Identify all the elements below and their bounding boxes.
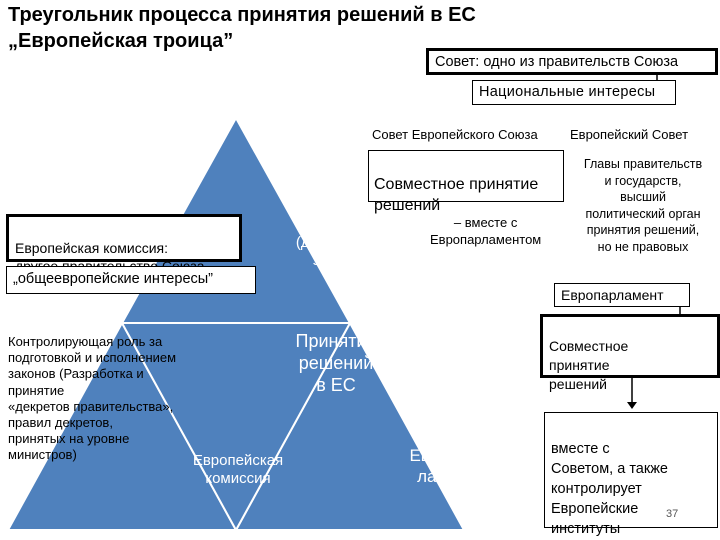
page-title: Треугольник процесса принятия решений в … (8, 2, 476, 54)
heads-of-state-text: Главы правительств и государств, высший … (583, 157, 703, 254)
joint-decision-right-box: Совместное принятие решений (540, 314, 720, 392)
title-line-2: „Европейская троица” (8, 30, 234, 52)
council-government-label: Совет: одно из правительств Союза (435, 54, 679, 70)
common-interests-label: „общеевропейские интересы” (13, 271, 214, 287)
european-council-label: Европейский Совет (570, 127, 689, 142)
with-parliament-text: – вместе с Европарламентом (430, 215, 542, 247)
page-number: 37 (666, 508, 679, 520)
europarliament-box: Европарламент (554, 283, 690, 307)
parliament-role-box: вместе с Советом, а также контролирует Е… (544, 412, 718, 537)
national-interests-label: Национальные интересы (479, 84, 656, 100)
center-triangle-label: Принятие решений в ЕС (295, 331, 377, 395)
joint-decision-top-label: Совместное принятие решений (374, 176, 539, 214)
council-triangle-label: Совет (двуглавый зверь) (295, 216, 375, 269)
national-interests-box: Национальные интересы (472, 80, 676, 105)
commission-control-text: Контролирующая роль за подготовкой и исп… (8, 334, 177, 463)
council-government-box: Совет: одно из правительств Союза (426, 48, 718, 75)
europarliament-label: Европарламент (561, 287, 664, 303)
triangle-center (120, 322, 352, 533)
title-line-1: Треугольник процесса принятия решений в … (8, 4, 476, 26)
joint-decision-top-box: Совместное принятие решений (368, 150, 564, 214)
parliament-role-label: вместе с Советом, а также контролирует Е… (551, 441, 668, 537)
council-of-eu-label: Совет Европейского Союза (372, 127, 538, 142)
arrowhead-text (627, 402, 637, 409)
joint-decision-right-label: Совместное принятие решений (549, 338, 629, 392)
parliament-triangle-label: Европар- ламент (409, 446, 483, 486)
commission-triangle-label: Европейская комиссия (192, 452, 284, 487)
commission-government-box: Европейская комиссия: другое правительст… (6, 214, 242, 274)
common-interests-box: „общеевропейские интересы” (6, 266, 256, 294)
